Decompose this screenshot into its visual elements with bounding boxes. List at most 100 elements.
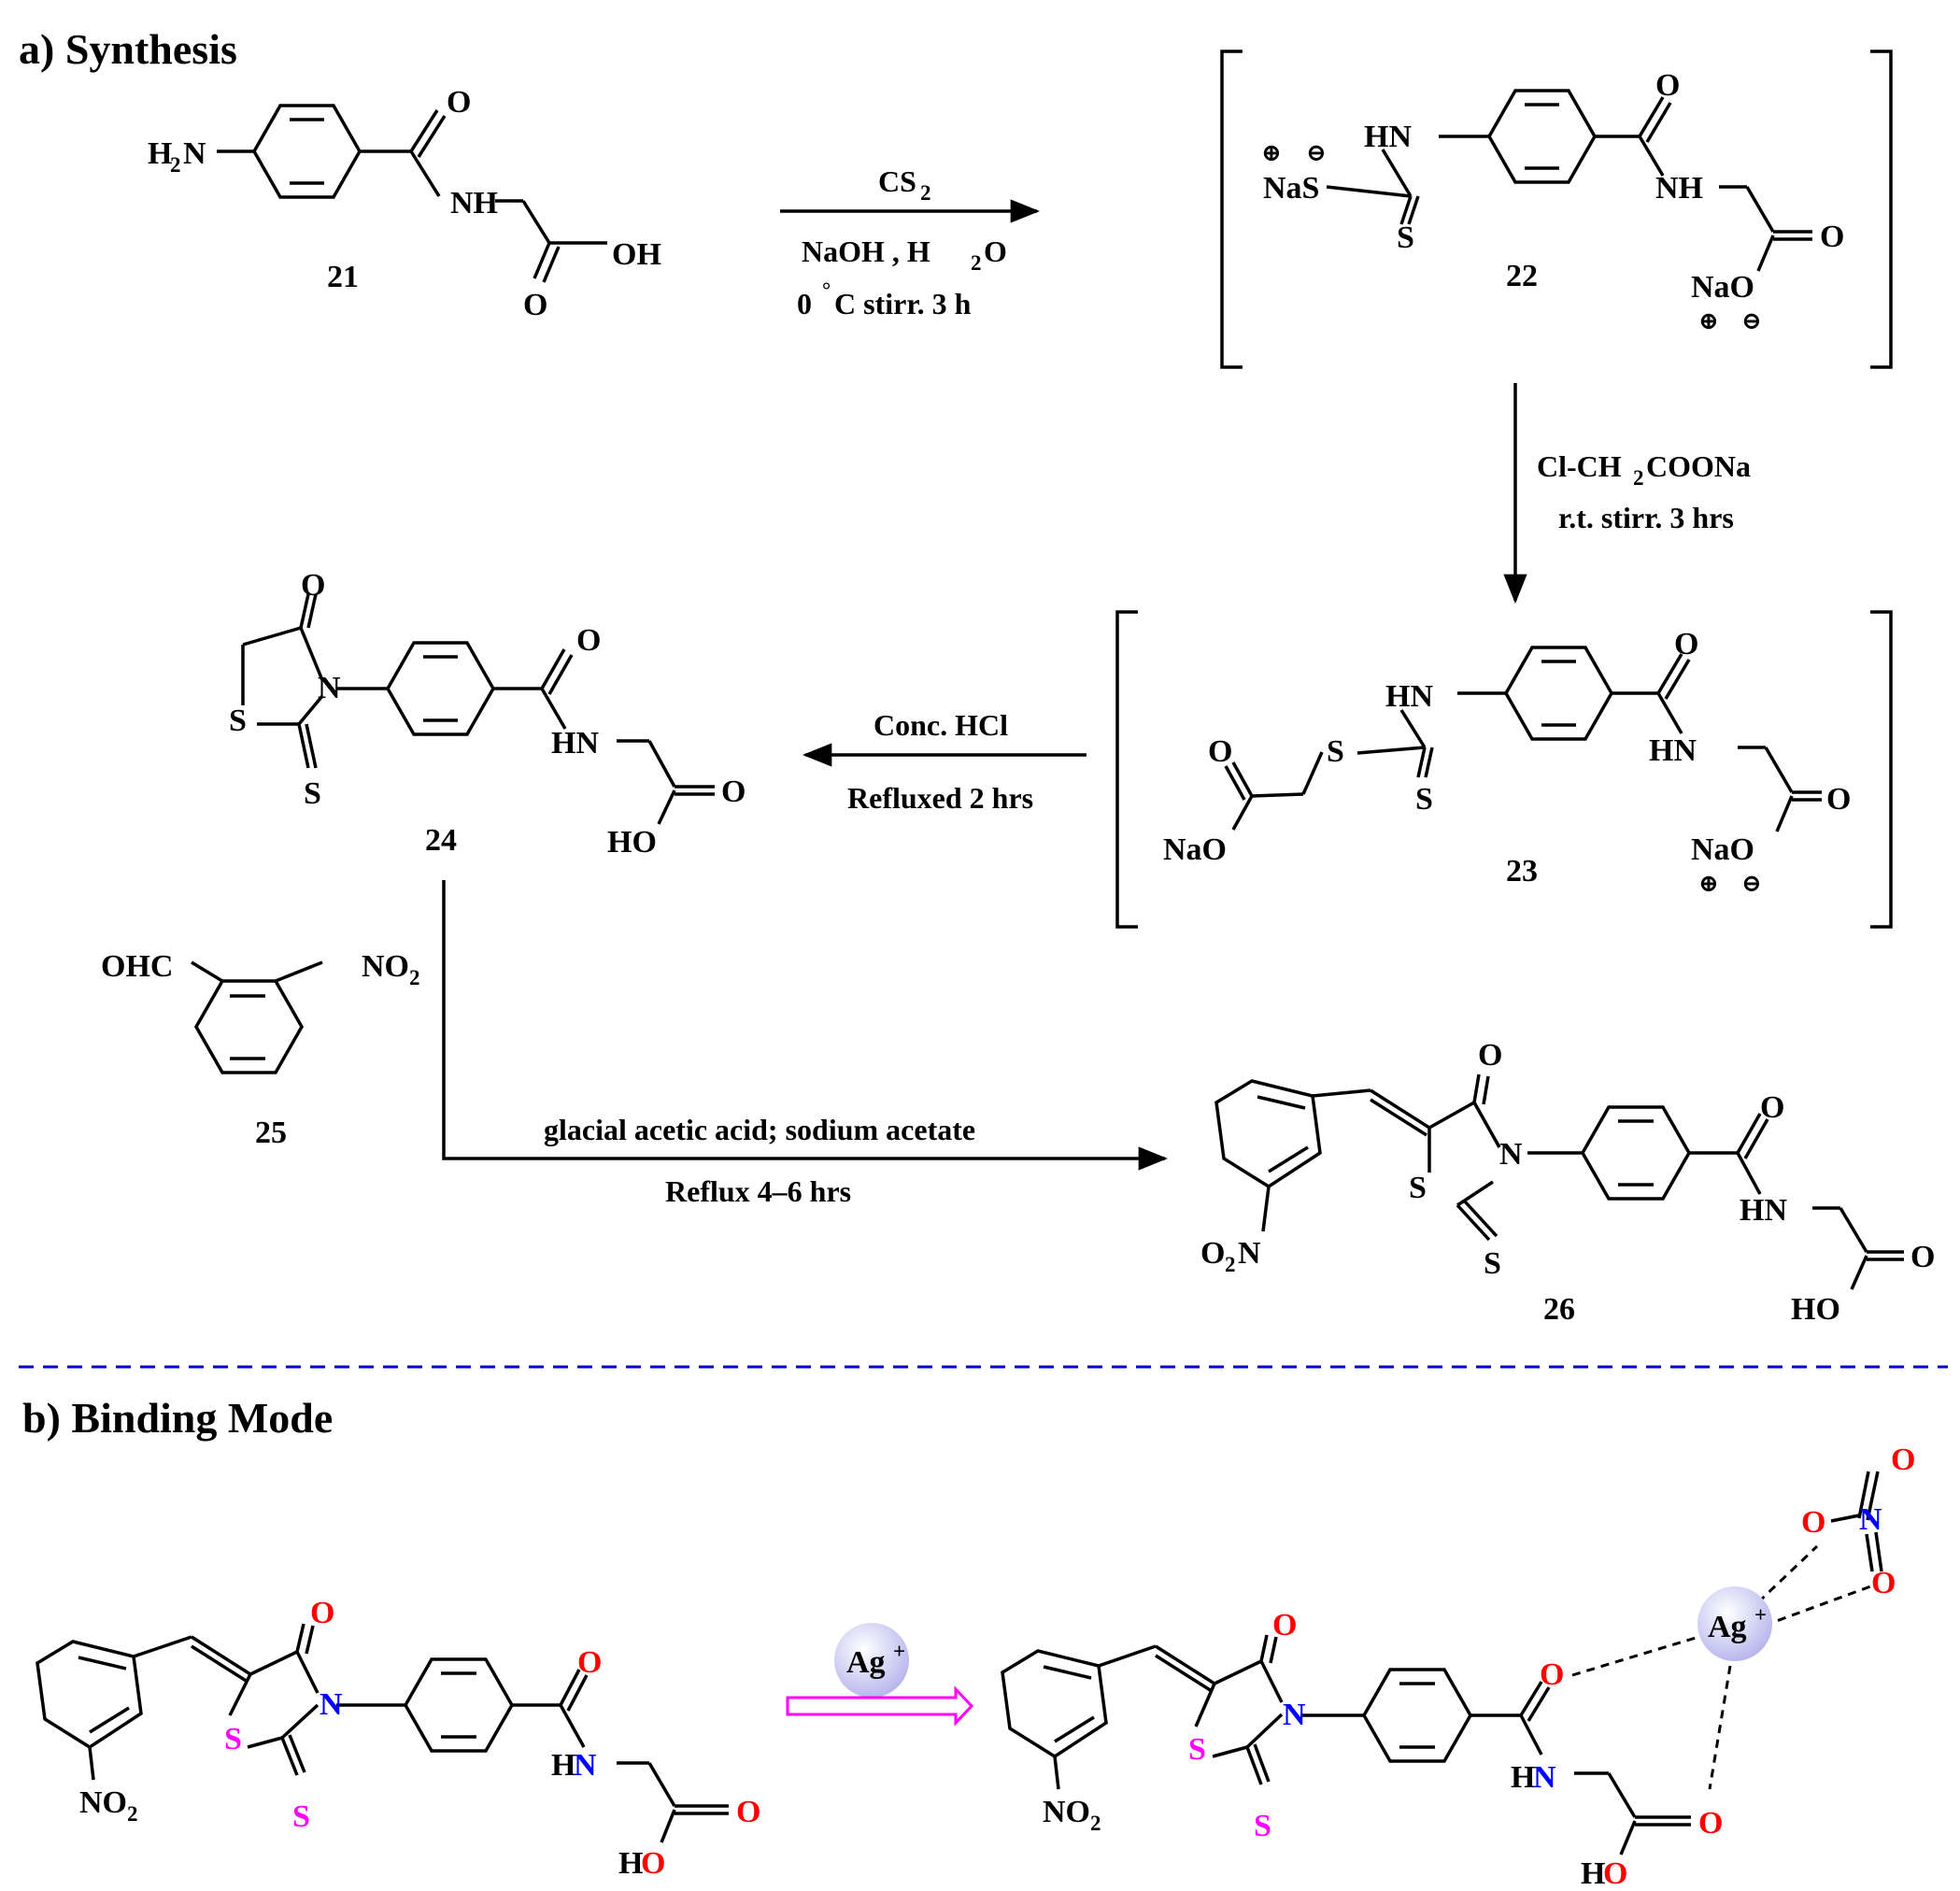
svg-text:H: H: [618, 1846, 643, 1881]
compound-22-brackets: [1220, 50, 1893, 369]
ag-ion-reagent: Ag +: [834, 1623, 909, 1698]
section-heading-synthesis: a) Synthesis: [19, 25, 237, 73]
svg-text:2: 2: [1225, 1253, 1236, 1276]
svg-text:OH: OH: [612, 237, 661, 272]
svg-text:O: O: [1698, 1806, 1723, 1841]
svg-text:+: +: [893, 1640, 905, 1663]
svg-text:O: O: [1540, 1657, 1564, 1692]
svg-text:+: +: [1754, 1603, 1767, 1627]
compound-22-atoms: HN O NH NaS ⊕ ⊖ S O NaO ⊕ ⊖ 22: [1261, 68, 1844, 334]
svg-text:O: O: [1272, 1608, 1297, 1642]
svg-text:N: N: [1238, 1236, 1261, 1271]
svg-text:NaO: NaO: [1163, 832, 1227, 867]
svg-text:HN: HN: [551, 726, 599, 761]
ag-ion-complexed: Ag +: [1697, 1586, 1772, 1661]
svg-text:HN: HN: [1385, 679, 1433, 714]
compound-23-structure: [1224, 646, 1822, 832]
svg-text:NO: NO: [79, 1785, 127, 1820]
compound-25-atoms: OHC NO 2 25: [101, 949, 420, 1150]
binding-arrow: [786, 1685, 974, 1727]
svg-text:⊖: ⊖: [1306, 139, 1327, 166]
svg-text:NaS: NaS: [1263, 171, 1319, 206]
svg-text:H: H: [1511, 1760, 1535, 1795]
compound-number-22: 22: [1506, 259, 1538, 293]
ligand-free-structure: [36, 1623, 729, 1843]
svg-text:O: O: [1674, 627, 1698, 661]
conditions-step-3: Conc. HCl Refluxed 2 hrs: [847, 708, 1033, 815]
svg-text:HN: HN: [1364, 120, 1412, 154]
compound-26-atoms: O N S S O HN O HO O 2 N 26: [1200, 1038, 1935, 1327]
svg-text:Cl-CH: Cl-CH: [1537, 449, 1622, 483]
ligand-complex-structure: [1001, 1471, 1883, 1855]
svg-text:S: S: [1188, 1732, 1206, 1767]
compound-number-25: 25: [255, 1116, 287, 1150]
svg-text:°: °: [822, 278, 831, 302]
svg-text:N: N: [1533, 1760, 1556, 1795]
svg-text:NO: NO: [1043, 1795, 1090, 1829]
svg-text:H: H: [1581, 1856, 1605, 1891]
compound-number-23: 23: [1506, 854, 1538, 889]
svg-text:S: S: [229, 704, 247, 738]
svg-text:O: O: [301, 568, 325, 603]
svg-text:N: N: [318, 671, 341, 705]
conditions-step-1: CS 2 NaOH , H 2 O 0 ° C stirr. 3 h: [797, 164, 1007, 320]
svg-text:Refluxed 2 hrs: Refluxed 2 hrs: [847, 781, 1033, 815]
svg-text:O: O: [1603, 1856, 1627, 1891]
svg-text:O: O: [984, 235, 1007, 268]
svg-text:⊖: ⊖: [1741, 870, 1762, 897]
svg-text:O: O: [1820, 220, 1844, 254]
compound-21-structure: [217, 104, 607, 283]
compound-22-structure: [1326, 89, 1812, 272]
svg-text:O: O: [721, 775, 746, 809]
svg-text:N: N: [574, 1748, 597, 1783]
svg-text:C stirr. 3 h: C stirr. 3 h: [834, 287, 972, 320]
compound-23-atoms: HN O HN S S O NaO O NaO ⊕ ⊖ 23: [1163, 627, 1851, 897]
svg-text:O: O: [1208, 734, 1232, 769]
svg-text:NaO: NaO: [1691, 270, 1754, 305]
reaction-arrow-4: [442, 880, 1169, 1171]
svg-text:NH: NH: [1655, 171, 1703, 206]
compound-24-structure: [241, 593, 715, 825]
svg-text:S: S: [1409, 1171, 1427, 1205]
svg-text:S: S: [304, 776, 321, 811]
svg-text:Reflux 4–6 hrs: Reflux 4–6 hrs: [665, 1174, 851, 1208]
ligand-complex-atoms: O N S S O H N O H O NO 2 O N O O: [1043, 1443, 1915, 1891]
svg-text:N: N: [183, 136, 206, 171]
svg-text:Ag: Ag: [846, 1645, 886, 1680]
compound-23-brackets: [1115, 610, 1893, 929]
svg-text:O: O: [1891, 1443, 1915, 1477]
compound-number-24: 24: [425, 823, 457, 858]
svg-text:2: 2: [1633, 466, 1644, 490]
coordination-bonds: [1571, 1544, 1874, 1790]
svg-text:H: H: [148, 136, 172, 171]
svg-text:O: O: [1200, 1236, 1225, 1271]
compound-25-structure: [191, 960, 323, 1074]
svg-text:2: 2: [409, 966, 420, 989]
svg-text:S: S: [224, 1722, 242, 1756]
compound-26-structure: [1214, 1073, 1904, 1290]
svg-text:glacial acetic acid; sodium ac: glacial acetic acid; sodium acetate: [544, 1113, 975, 1146]
svg-text:O: O: [1871, 1566, 1896, 1600]
section-heading-binding: b) Binding Mode: [22, 1394, 333, 1442]
compound-24-atoms: O N S S O HN O HO 24: [229, 568, 746, 860]
svg-text:O: O: [1801, 1505, 1825, 1540]
svg-text:O: O: [1478, 1038, 1502, 1073]
conditions-step-2: Cl-CH 2 COONa r.t. stirr. 3 hrs: [1537, 449, 1751, 534]
ligand-free-atoms: O N S S O H N O H O NO 2: [79, 1596, 760, 1881]
svg-text:N: N: [320, 1687, 343, 1722]
svg-text:NaO: NaO: [1691, 832, 1754, 867]
svg-text:0: 0: [797, 287, 812, 320]
svg-text:S: S: [1484, 1246, 1501, 1281]
svg-text:⊕: ⊕: [1698, 307, 1719, 334]
svg-text:⊕: ⊕: [1698, 870, 1719, 897]
svg-text:HO: HO: [1791, 1292, 1840, 1327]
svg-text:CS: CS: [878, 164, 916, 198]
svg-text:2: 2: [920, 181, 931, 205]
svg-text:2: 2: [1090, 1812, 1101, 1835]
svg-text:HO: HO: [607, 825, 657, 860]
svg-text:HN: HN: [1740, 1193, 1787, 1228]
svg-text:O: O: [447, 85, 471, 120]
compound-number-21: 21: [327, 260, 359, 294]
svg-text:2: 2: [971, 251, 982, 275]
